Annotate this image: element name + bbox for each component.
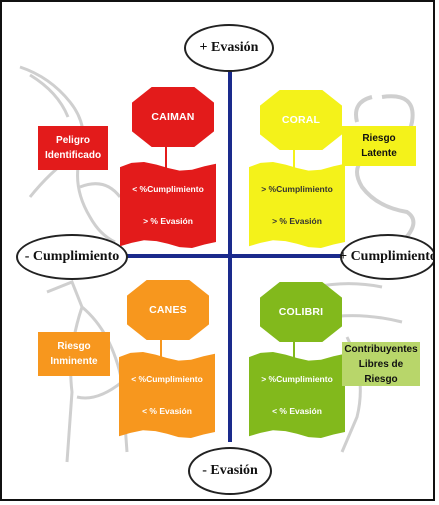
coral-risk: Riesgo Latente [342,126,416,166]
coral-metrics: > %Cumplimiento > % Evasión [249,162,345,248]
axis-label-mas-evasion: + Evasión [184,24,274,72]
caiman-label: CAIMAN [132,87,214,147]
hummingbird-illustration [281,282,413,453]
caiman-risk: Peligro Identificado [38,126,108,170]
caiman-metrics: < %Cumplimiento > % Evasión [120,162,216,248]
coral-cumplimiento: > %Cumplimiento [261,184,333,194]
evasion-axis [228,57,232,442]
axis-label-mas-cumplimiento: + Cumplimiento [339,234,433,280]
colibri-metrics: > %Cumplimiento < % Evasión [249,352,345,438]
caiman-evasion: > % Evasión [143,216,193,226]
canes-risk: Riesgo Inminente [38,332,110,376]
canes-cumplimiento: < %Cumplimiento [131,374,203,384]
axis-label-menos-evasion: - Evasión [188,447,272,495]
colibri-label: COLIBRI [260,282,342,342]
canes-evasion: < % Evasión [142,406,192,416]
caiman-cumplimiento: < %Cumplimiento [132,184,204,194]
cumplimiento-axis [62,254,402,258]
colibri-cumplimiento: > %Cumplimiento [261,374,333,384]
coral-evasion: > % Evasión [272,216,322,226]
canes-metrics: < %Cumplimiento < % Evasión [119,352,215,438]
axis-label-menos-cumplimiento: - Cumplimiento [16,234,128,280]
coral-label: CORAL [260,90,342,150]
colibri-evasion: < % Evasión [272,406,322,416]
canes-label: CANES [127,280,209,340]
colibri-risk: Contribuyentes Libres de Riesgo [342,342,420,386]
